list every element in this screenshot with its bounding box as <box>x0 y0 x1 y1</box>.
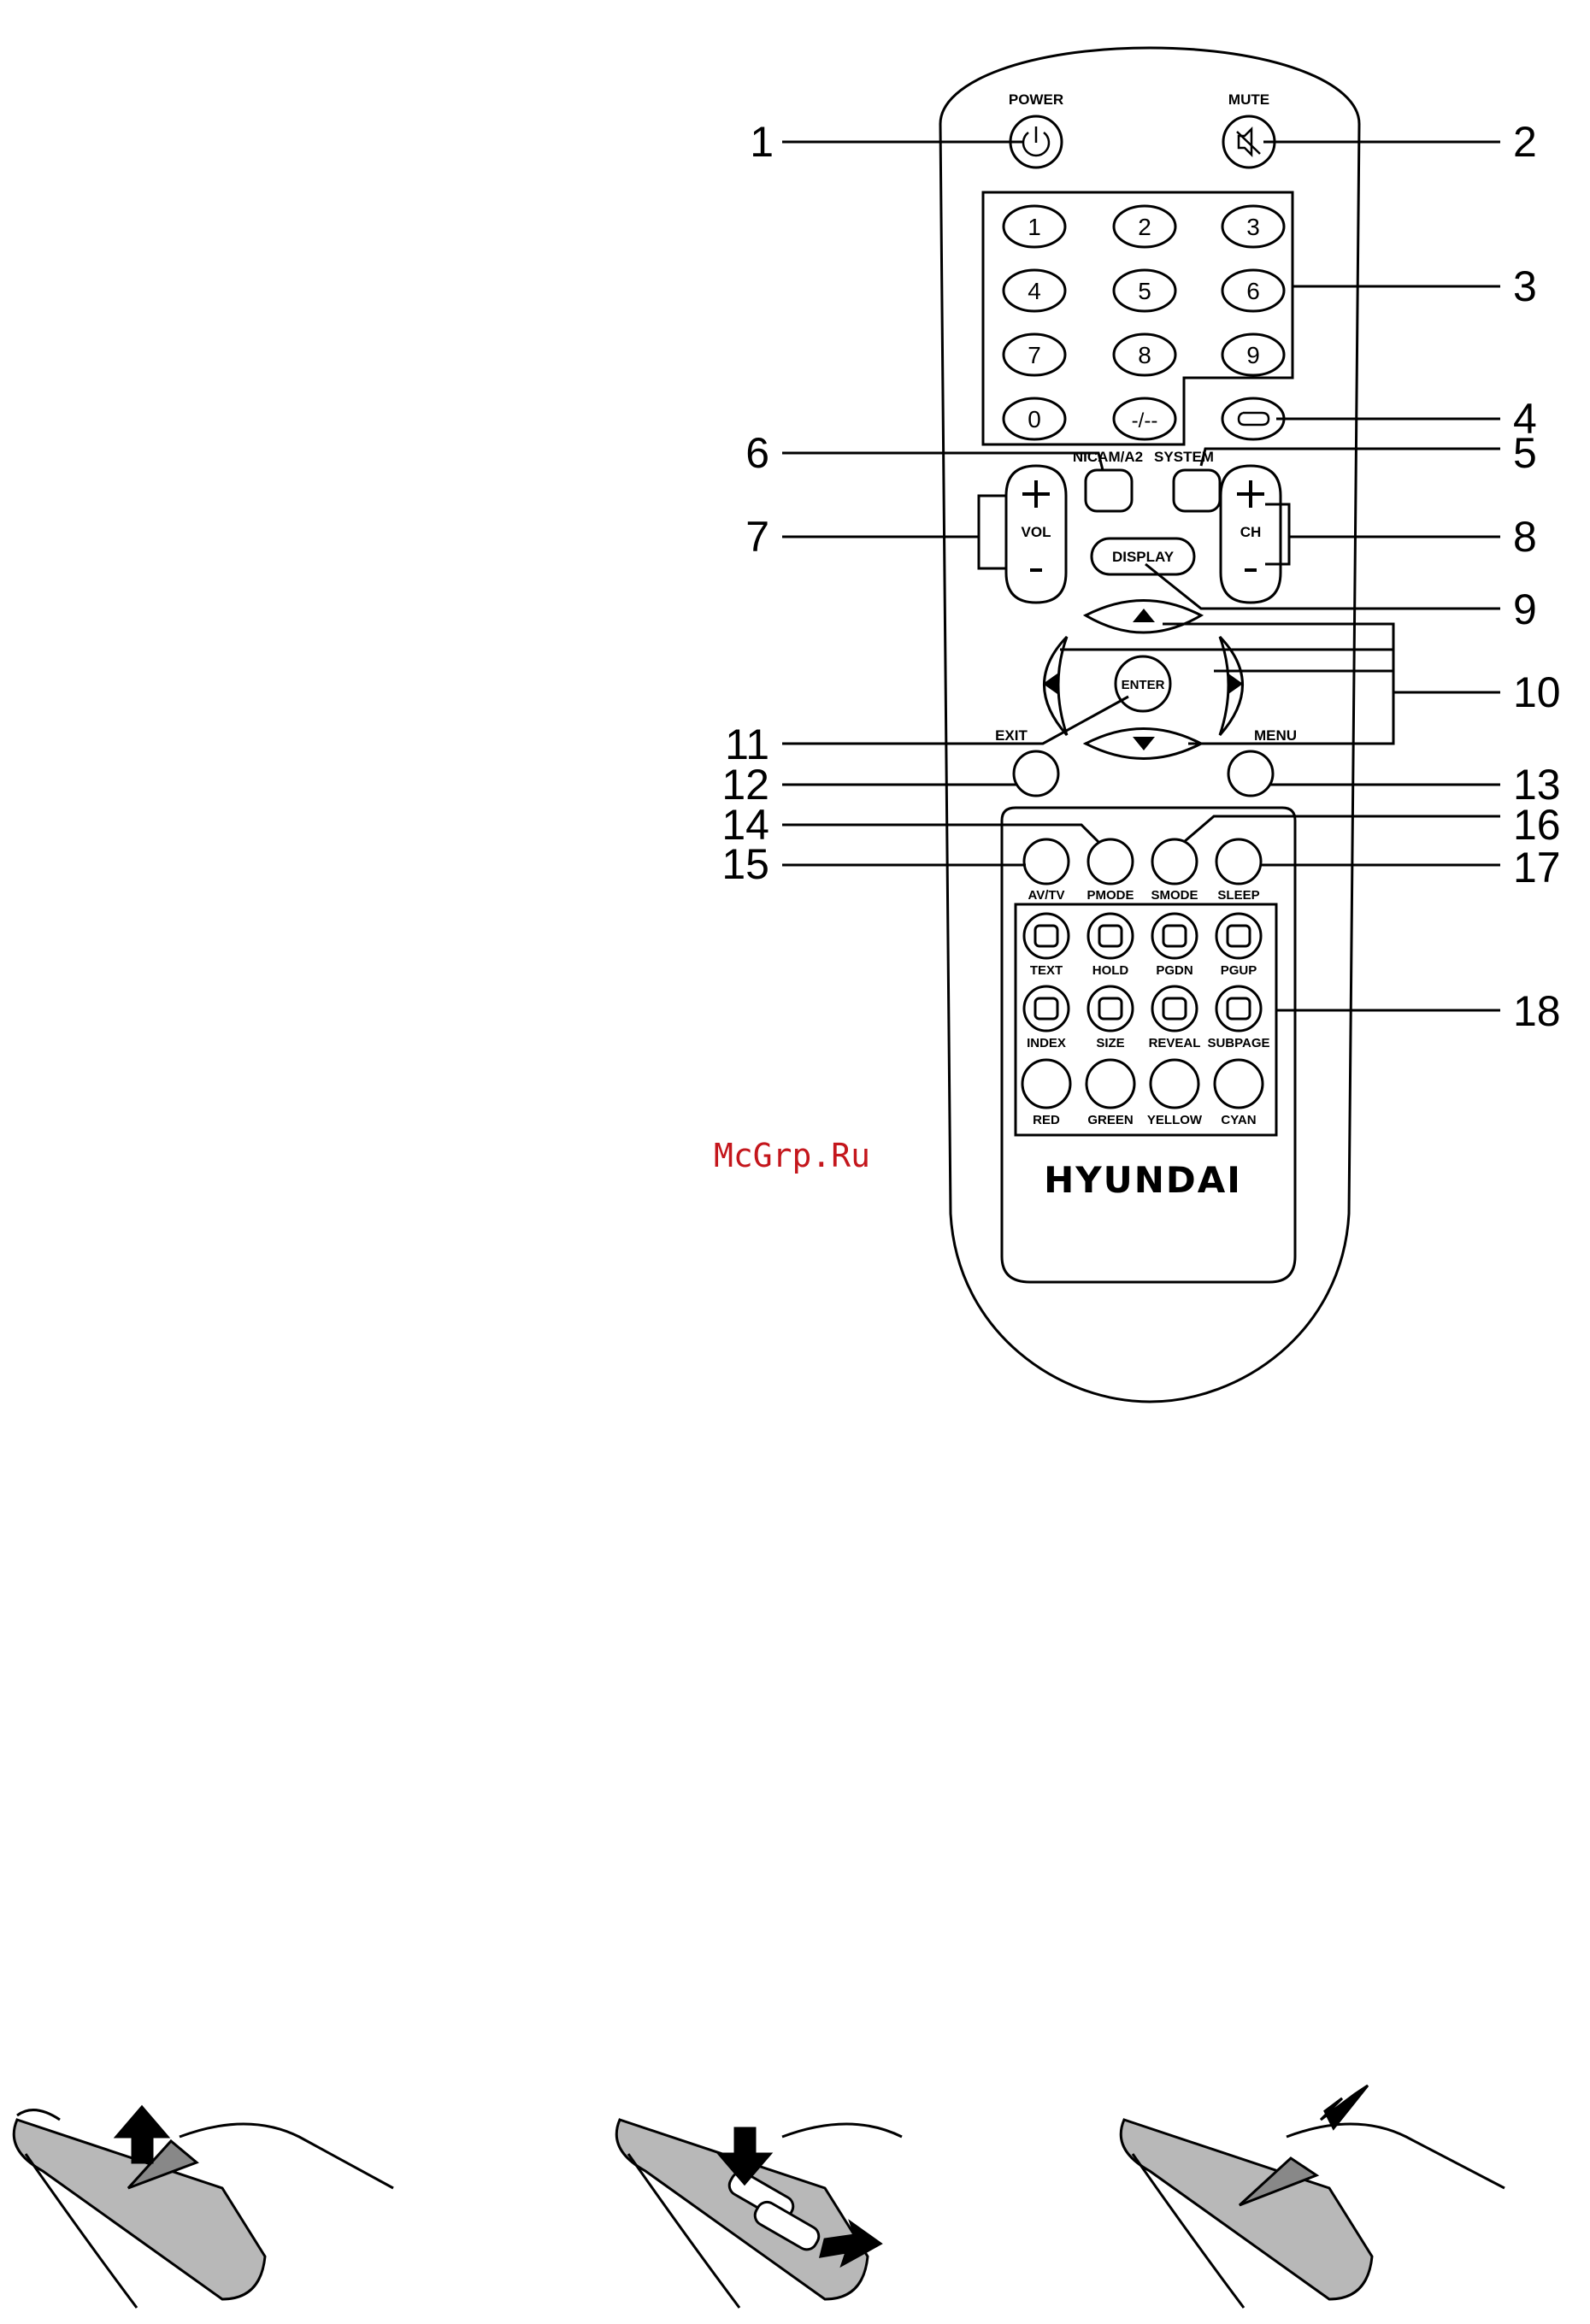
numpad-key-3[interactable]: 3 <box>1246 214 1260 240</box>
battery-step-2-illustration <box>616 2120 902 2308</box>
recall-icon <box>1239 413 1269 425</box>
numpad-key-2[interactable]: 2 <box>1138 214 1151 240</box>
callout-15: 15 <box>721 840 769 888</box>
numpad-key-dash[interactable]: -/-- <box>1132 409 1158 432</box>
numpad-key-8[interactable]: 8 <box>1138 342 1151 368</box>
callout-10: 10 <box>1513 668 1561 716</box>
pgdn-button[interactable]: PGDN <box>1156 963 1192 978</box>
callout-8: 8 <box>1513 513 1537 561</box>
callout-6: 6 <box>745 429 769 477</box>
mute-icon <box>1237 129 1260 155</box>
arrow-up-icon <box>1133 609 1155 622</box>
callout-9: 9 <box>1513 585 1537 633</box>
exit-button[interactable]: EXIT <box>995 727 1028 744</box>
callout-7: 7 <box>745 513 769 561</box>
callout-1: 1 <box>750 118 774 166</box>
subpage-button[interactable]: SUBPAGE <box>1207 1036 1269 1050</box>
numpad-key-1[interactable]: 1 <box>1028 214 1041 240</box>
ch-label: CH <box>1240 524 1262 540</box>
green-button[interactable]: GREEN <box>1087 1113 1133 1127</box>
callout-5: 5 <box>1513 429 1537 477</box>
arrow-down-icon <box>1133 737 1155 750</box>
smode-button[interactable]: SMODE <box>1151 888 1198 903</box>
numpad-key-0[interactable]: 0 <box>1028 406 1041 432</box>
callout-16: 16 <box>1513 801 1561 849</box>
brand-logo: HYUNDAI <box>1044 1159 1242 1201</box>
display-button[interactable]: DISPLAY <box>1112 549 1175 565</box>
size-button[interactable]: SIZE <box>1096 1036 1124 1050</box>
mute-button[interactable]: MUTE <box>1228 91 1269 108</box>
callout-18: 18 <box>1513 987 1561 1035</box>
index-button[interactable]: INDEX <box>1027 1036 1066 1050</box>
power-icon <box>1023 126 1049 156</box>
cyan-button[interactable]: CYAN <box>1221 1113 1256 1127</box>
callout-2: 2 <box>1513 118 1537 166</box>
watermark-text: McGrp.Ru <box>714 1137 870 1174</box>
reveal-button[interactable]: REVEAL <box>1149 1036 1201 1050</box>
pmode-button[interactable]: PMODE <box>1086 888 1134 903</box>
numpad-key-4[interactable]: 4 <box>1028 278 1041 304</box>
vol-label: VOL <box>1022 524 1051 540</box>
enter-button[interactable]: ENTER <box>1122 678 1165 692</box>
numpad-key-5[interactable]: 5 <box>1138 278 1151 304</box>
numpad-key-6[interactable]: 6 <box>1246 278 1260 304</box>
power-button[interactable]: POWER <box>1009 91 1063 108</box>
text-button[interactable]: TEXT <box>1030 963 1063 978</box>
avtv-button[interactable]: AV/TV <box>1028 888 1064 903</box>
nicam-label: NICAM/A2 <box>1073 449 1143 465</box>
battery-step-1-illustration <box>14 2107 393 2308</box>
menu-button[interactable]: MENU <box>1254 727 1297 744</box>
yellow-button[interactable]: YELLOW <box>1147 1113 1203 1127</box>
system-label: SYSTEM <box>1154 449 1214 465</box>
numpad-key-9[interactable]: 9 <box>1246 342 1260 368</box>
battery-step-3-illustration <box>1121 2086 1505 2308</box>
red-button[interactable]: RED <box>1033 1113 1060 1127</box>
numpad-key-7[interactable]: 7 <box>1028 342 1041 368</box>
callout-3: 3 <box>1513 262 1537 310</box>
callout-17: 17 <box>1513 844 1561 891</box>
sleep-button[interactable]: SLEEP <box>1217 888 1259 903</box>
hold-button[interactable]: HOLD <box>1092 963 1129 978</box>
pgup-button[interactable]: PGUP <box>1221 963 1257 978</box>
